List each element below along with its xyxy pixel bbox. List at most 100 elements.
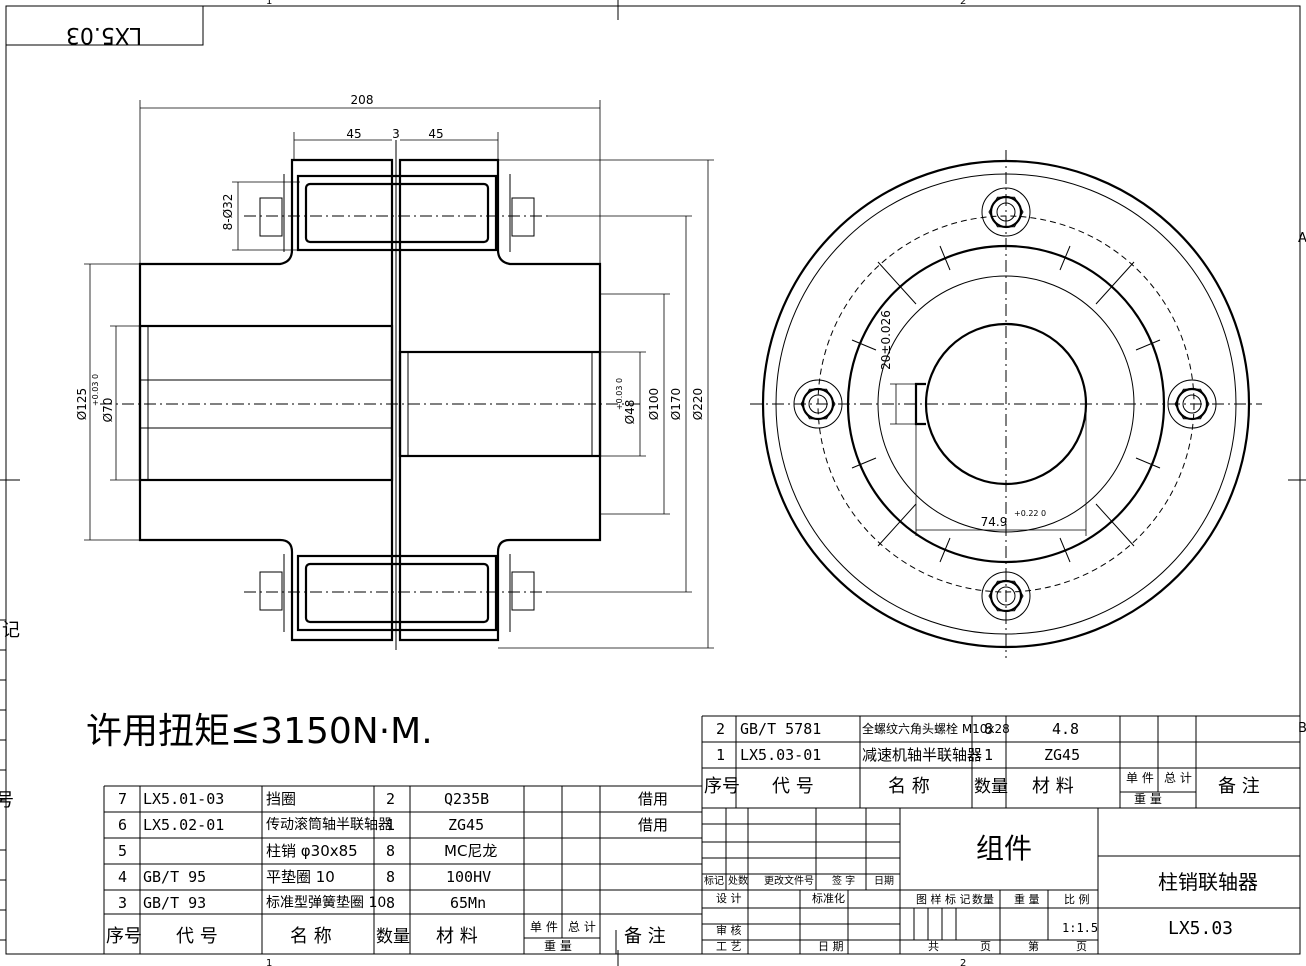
bom-left-row7-qty: 2 [386,790,396,808]
dim-keyway-depth-tol: +0.22 0 [1014,509,1046,518]
bom-left-row6-material: ZG45 [448,816,485,834]
tb-review: 审 核 [716,924,742,937]
zone-bottom-1: 1 [266,958,272,966]
dim-d48: Ø48 [623,400,637,425]
dim-hub-right: 45 [428,127,443,141]
bom-left-row4-name: 平垫圈 10 [266,868,335,886]
bom-right-row2-code: GB/T 5781 [740,720,822,738]
bom-left-row7-remark: 借用 [638,790,669,808]
tb-sign: 签 字 [832,876,856,887]
bom-right-h-material: 材 料 [1032,776,1074,797]
bom-left-row6-code: LX5.02-01 [143,816,225,834]
dim-keyway-depth: 74.9 [981,515,1008,529]
bom-left-row4-material: 100HV [446,868,492,886]
dim-d220: Ø220 [691,388,705,420]
bom-left-row3-code: GB/T 93 [143,894,207,912]
bom-right-row1-code: LX5.03-01 [740,746,822,764]
bom-right-h-name: 名 称 [888,776,930,797]
bom-right-row2-material: 4.8 [1052,720,1080,738]
dim-d48-tol: +0.03 0 [615,378,624,410]
code-box-text: LX5.03 [66,22,142,47]
bom-left-h-unit: 单 件 [530,920,558,934]
bom-left-row3-no: 3 [118,894,128,912]
tb-page: 页 [980,940,991,953]
bom-left-h-remark: 备 注 [624,926,666,947]
tb-process: 工 艺 [716,940,742,953]
tb-mark: 标记 [704,876,724,887]
bom-right-row1-no: 1 [716,746,726,764]
part-code: LX5.03 [1168,918,1234,939]
end-view: 20±0.026 74.9 +0.22 0 [750,150,1262,658]
bom-left-row7-material: Q235B [444,790,490,808]
tb-date: 日期 [874,876,894,887]
bom-left-h-weight: 重 量 [544,939,572,953]
code-box [5,5,204,46]
bom-left-row6-remark: 借用 [638,816,669,834]
dim-keyway: 20±0.026 [879,310,893,370]
bom-left-row3-name: 标准型弹簧垫圈 10 [266,895,387,911]
tb-nth: 第 [1028,940,1039,953]
side-mark-1: 记 [2,620,20,641]
zone-bottom-2: 2 [960,958,966,966]
tb-change-doc: 更改文件号 [764,876,814,887]
bom-right-row1-material: ZG45 [1044,746,1081,764]
section-view: 208 45 3 45 8-Ø32 Ø125 Ø70 +0.03 0 Ø48 +… [75,93,714,650]
bom-left-row3-qty: 8 [386,894,396,912]
bom-left-h-total: 总 计 [568,920,596,934]
zone-top-1: 1 [266,0,272,7]
tb-standardize: 标准化 [812,892,845,905]
dim-d70: Ø70 [101,398,115,423]
bom-right-row2-qty: 8 [984,720,994,738]
tb-weight: 重 量 [1014,893,1040,906]
bom-left-row7-name: 挡圈 [266,790,297,808]
dim-overall-length: 208 [351,93,374,107]
tb-design: 设 计 [716,892,742,905]
zone-top-2: 2 [960,0,966,7]
dim-d70-tol: +0.03 0 [91,374,100,406]
zone-right-b: B [1298,721,1306,736]
bom-right-h-no: 序号 [704,776,740,797]
side-mark-2: 号 [0,790,14,811]
bom-right-h-remark: 备 注 [1218,776,1260,797]
tb-zone: 处数 [728,876,748,887]
tb-ratio: 比 例 [1064,893,1090,906]
bom-left-row6-no: 6 [118,816,128,834]
bom-right-row1-name: 减速机轴半联轴器 [862,746,983,764]
title-block-grid [103,715,1300,954]
bom-left-row5-name: 柱销 φ30x85 [266,842,358,860]
bom-left-h-material: 材 料 [436,926,478,947]
tb-page2: 页 [1076,940,1087,953]
dim-d125: Ø125 [75,388,89,420]
part-name: 柱销联轴器 [1158,870,1258,894]
dim-hub-left: 45 [346,127,361,141]
bom-left-row6-name: 传动滚筒轴半联轴器 [266,817,392,833]
bom-left-row7-no: 7 [118,790,128,808]
bom-right-h-qty: 数量 [974,777,1008,797]
bom-left-h-code: 代 号 [176,926,218,947]
tb-total: 共 [928,940,939,953]
bom-right-row2-no: 2 [716,720,726,738]
bom-left-h-name: 名 称 [290,926,332,947]
zone-right-a: A [1298,231,1306,246]
bom-left-h-no: 序号 [106,926,142,947]
tb-qty: 数量 [972,893,994,906]
bom-left-row5-qty: 8 [386,842,396,860]
bom-left-row4-code: GB/T 95 [143,868,207,886]
bom-right-h-code: 代 号 [772,776,814,797]
dim-d170: Ø170 [669,388,683,420]
bom-left-row4-no: 4 [118,868,128,886]
bom-right-row2-name: 全螺纹六角头螺栓 M10x28 [862,722,1010,736]
bom-left-h-qty: 数量 [376,927,410,947]
scale-value: 1:1.5 [1062,921,1099,935]
bom-left-row5-no: 5 [118,842,128,860]
bom-right-h-unit: 单 件 [1126,771,1154,785]
bom-left-row3-material: 65Mn [450,894,487,912]
bom-right-h-total: 总 计 [1164,771,1192,785]
dim-d100: Ø100 [647,388,661,420]
bom-left-row5-material: MC尼龙 [444,842,498,860]
dim-pin-holes: 8-Ø32 [221,194,235,231]
bom-right-row1-qty: 1 [984,746,994,764]
bom-left-row7-code: LX5.01-03 [143,790,225,808]
torque-note: 许用扭矩≤3150N·M. [86,711,433,752]
